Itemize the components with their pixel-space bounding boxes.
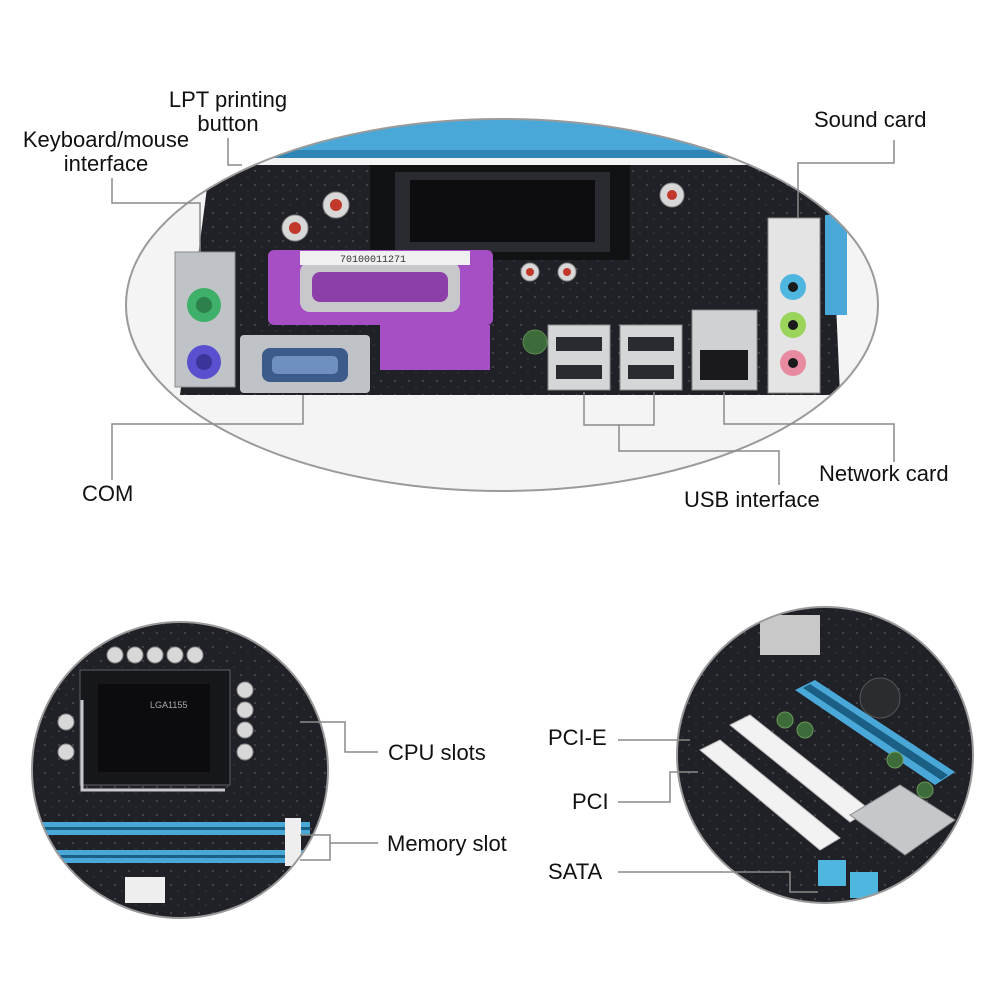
lpt-label-line1: LPT printing [168, 87, 288, 112]
network-card-label: Network card [819, 461, 949, 486]
pci-slot-2 [699, 739, 841, 851]
io-panel-view: 70100011271 [126, 119, 878, 491]
usb-interface-label: USB interface [684, 487, 820, 512]
sata-port-1 [818, 860, 846, 886]
keyboard-label-line2: interface [63, 151, 149, 176]
keyboard-mouse-label: Keyboard/mouse interface [8, 128, 204, 176]
lpt-sticker-text: 70100011271 [340, 255, 406, 266]
sata-port-2 [850, 872, 878, 898]
com-label: COM [82, 481, 134, 506]
io-panel-frame [125, 118, 879, 492]
keyboard-label-line1: Keyboard/mouse [22, 127, 190, 152]
usb-ports [547, 324, 683, 391]
heatsink [849, 784, 956, 856]
lpt-printing-label: LPT printing button [150, 88, 306, 136]
cpu-slots-label: CPU slots [388, 740, 486, 765]
lpt-label-line2: button [197, 111, 259, 136]
sound-card-label: Sound card [814, 107, 927, 132]
slot-area-frame [676, 606, 974, 904]
cpu-area-view: LGA1155 [32, 622, 328, 918]
pci-e-label: PCI-E [548, 725, 607, 750]
memory-slot-label: Memory slot [387, 831, 507, 856]
pci-label: PCI [572, 789, 609, 814]
sata-label: SATA [548, 859, 603, 884]
leader-lines [111, 138, 895, 893]
cpu-area-frame [31, 621, 329, 919]
cpu-socket-mark: LGA1155 [150, 700, 187, 710]
slot-area-view [677, 607, 973, 903]
